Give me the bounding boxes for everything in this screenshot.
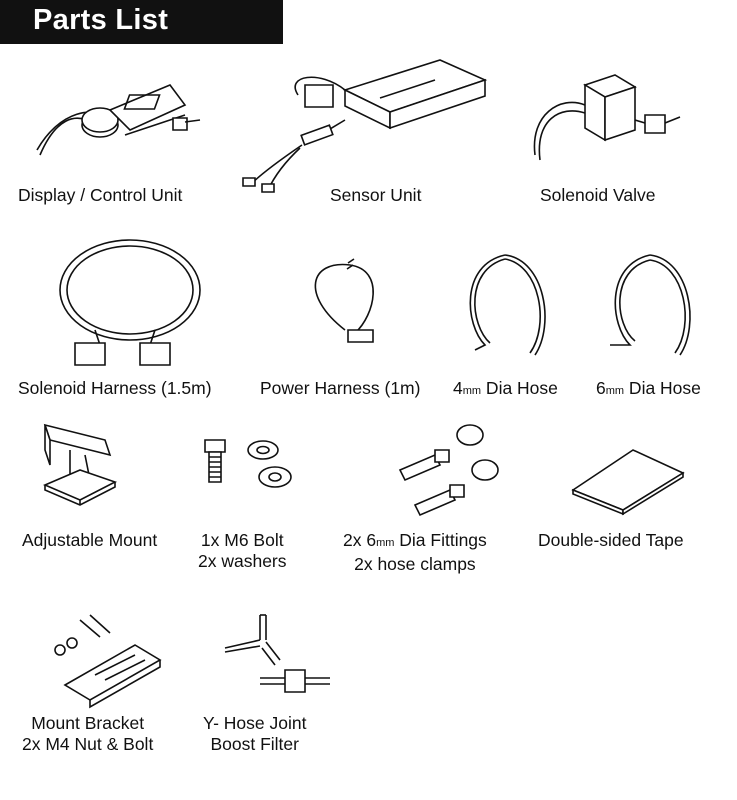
hose-size-number: 4	[453, 378, 463, 398]
hose-label-rest: Dia Hose	[481, 378, 558, 398]
part-solenoid-harness	[55, 235, 205, 375]
label-line-2: 2x washers	[198, 551, 287, 571]
hose-size-unit: mm	[605, 385, 625, 397]
hose-label-rest: Dia Hose	[624, 378, 701, 398]
mount-bracket-icon	[50, 615, 165, 710]
part-label: 4mm Dia Hose	[453, 378, 558, 402]
tape-icon	[568, 445, 688, 515]
part-display-control-unit	[35, 80, 205, 180]
label-line-2: 2x M4 Nut & Bolt	[22, 734, 154, 754]
part-6mm-hose	[605, 245, 705, 365]
part-label: Y- Hose Joint Boost Filter	[203, 713, 306, 755]
label-line-1: 1x M6 Bolt	[200, 530, 284, 550]
part-fittings-clamps	[395, 420, 505, 520]
label-line-1: Mount Bracket	[31, 713, 145, 733]
part-label: 2x 6mm Dia Fittings 2x hose clamps	[343, 530, 487, 575]
part-label: Adjustable Mount	[22, 530, 158, 550]
part-solenoid-valve	[530, 65, 690, 175]
fittings-clamps-icon	[395, 420, 505, 520]
sensor-unit-icon	[240, 50, 490, 195]
fittings-count-size: 2x 6	[343, 530, 377, 550]
y-joint-filter-icon	[220, 610, 335, 705]
label-line-1: Y- Hose Joint	[203, 713, 307, 733]
hose-4mm-icon	[460, 245, 560, 365]
fittings-label-rest: Dia Fittings	[394, 530, 487, 550]
adjustable-mount-icon	[35, 420, 135, 510]
hose-size-number: 6	[596, 378, 606, 398]
part-label: Double-sided Tape	[538, 530, 684, 550]
part-power-harness	[300, 255, 390, 355]
part-adjustable-mount	[35, 420, 135, 510]
label-line-2: 2x hose clamps	[354, 554, 476, 574]
solenoid-harness-icon	[55, 235, 205, 375]
part-mount-bracket	[50, 615, 165, 710]
part-double-sided-tape	[568, 445, 688, 515]
part-label: Sensor Unit	[330, 185, 422, 205]
fittings-size-unit: mm	[376, 537, 395, 549]
part-label: Solenoid Valve	[540, 185, 656, 205]
part-label: Solenoid Harness (1.5m)	[18, 378, 212, 398]
bolt-washers-icon	[195, 435, 295, 500]
part-label: Power Harness (1m)	[260, 378, 421, 398]
title-bar: Parts List	[0, 0, 283, 44]
part-label: 1x M6 Bolt 2x washers	[198, 530, 287, 572]
display-control-unit-icon	[35, 80, 205, 180]
part-label: 6mm Dia Hose	[596, 378, 701, 402]
part-sensor-unit	[240, 50, 490, 195]
solenoid-valve-icon	[530, 65, 690, 175]
part-y-joint-filter	[220, 610, 335, 705]
part-label: Display / Control Unit	[18, 185, 183, 205]
page-title: Parts List	[33, 4, 169, 36]
part-label: Mount Bracket 2x M4 Nut & Bolt	[22, 713, 153, 755]
power-harness-icon	[300, 255, 390, 355]
label-line-2: Boost Filter	[210, 734, 299, 754]
hose-6mm-icon	[605, 245, 705, 365]
hose-size-unit: mm	[462, 385, 482, 397]
part-m6-bolt	[195, 435, 295, 500]
part-4mm-hose	[460, 245, 560, 365]
